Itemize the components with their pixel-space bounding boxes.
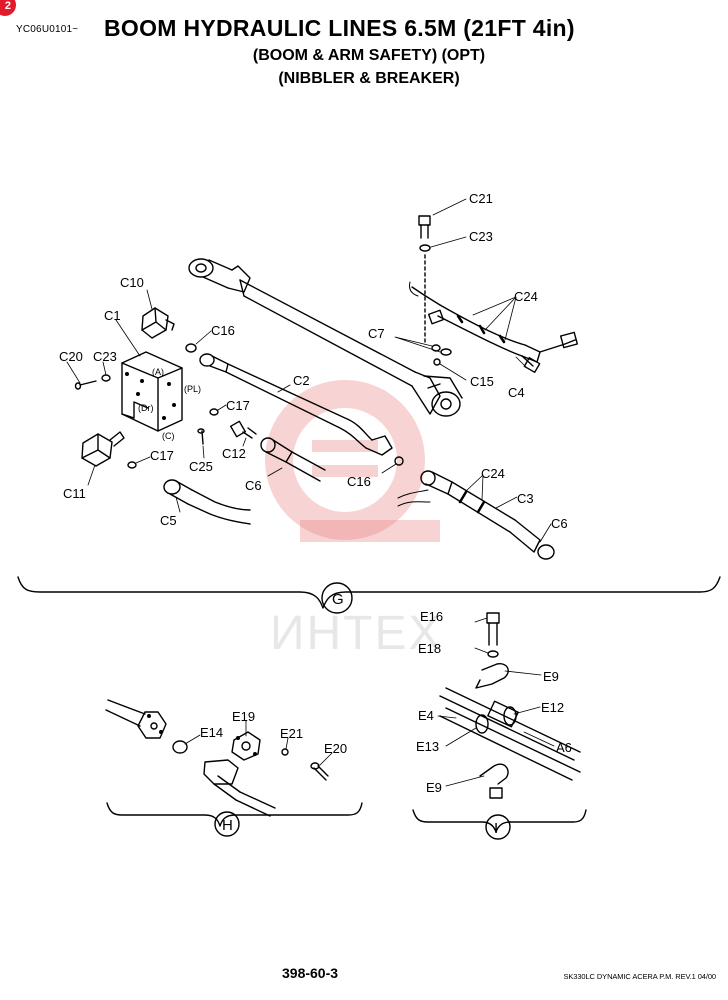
label-e9-bottom: E9 <box>426 780 442 795</box>
watermark-text: ИНТЕХ <box>270 607 443 660</box>
hose-c2 <box>199 353 393 456</box>
hose-c6-mid <box>260 437 326 482</box>
fitting-c12 <box>229 420 257 439</box>
group-label-g: G <box>332 591 344 608</box>
label-c24-bottom: C24 <box>481 466 505 481</box>
port-dr: (Dr) <box>138 403 154 413</box>
hose-c3 <box>397 470 555 560</box>
label-c21: C21 <box>469 191 493 206</box>
page-title: BOOM HYDRAULIC LINES 6.5M (21FT 4in) <box>104 15 575 41</box>
page-corner-badge: 2 <box>0 0 16 16</box>
label-e20: E20 <box>324 741 347 756</box>
clamp-assembly-i <box>439 612 581 799</box>
page-subtitle-2: (NIBBLER & BREAKER) <box>278 70 460 87</box>
label-a6: A6 <box>556 740 572 755</box>
solenoid-c10 <box>141 307 175 339</box>
label-c6-right: C6 <box>551 516 568 531</box>
fitting-assembly-h <box>105 699 329 817</box>
label-c7: C7 <box>368 326 385 341</box>
label-c3: C3 <box>517 491 534 506</box>
label-e4: E4 <box>418 708 434 723</box>
label-c20: C20 <box>59 349 83 364</box>
solenoid-c11 <box>81 431 125 467</box>
hose-c5 <box>163 479 251 525</box>
label-c5: C5 <box>160 513 177 528</box>
label-c15: C15 <box>470 374 494 389</box>
label-c10: C10 <box>120 275 144 290</box>
label-e13: E13 <box>416 739 439 754</box>
group-label-i: I <box>494 820 498 837</box>
label-c11: C11 <box>63 486 86 501</box>
footer-model-note: SK330LC DYNAMIC ACERA P.M. REV.1 04/00 <box>563 972 716 981</box>
page-subtitle-1: (BOOM & ARM SAFETY) (OPT) <box>252 47 486 64</box>
label-c24-top: C24 <box>514 289 538 304</box>
port-pl: (PL) <box>184 384 201 394</box>
label-c2: C2 <box>293 373 310 388</box>
label-c17-a: C17 <box>226 398 250 413</box>
page-number: 398-60-3 <box>282 965 339 981</box>
label-c6-mid: C6 <box>245 478 262 493</box>
label-e16: E16 <box>420 609 443 624</box>
bolt-c21 <box>418 215 431 346</box>
label-c4: C4 <box>508 385 525 400</box>
label-c25: C25 <box>189 459 213 474</box>
label-c12: C12 <box>222 446 246 461</box>
label-e19: E19 <box>232 709 255 724</box>
label-e14: E14 <box>200 725 223 740</box>
label-c16-top: C16 <box>211 323 235 338</box>
label-e12: E12 <box>541 700 564 715</box>
label-c23-top: C23 <box>469 229 493 244</box>
label-e18: E18 <box>418 641 441 656</box>
hose-c4 <box>411 286 579 374</box>
label-e21: E21 <box>280 726 303 741</box>
label-c1: C1 <box>104 308 121 323</box>
group-label-h: H <box>222 817 233 834</box>
label-e9-top: E9 <box>543 669 559 684</box>
serial-range: YC06U0101~ <box>16 24 79 35</box>
boom-cylinder <box>188 258 463 417</box>
port-a: (A) <box>152 367 164 377</box>
label-c17-b: C17 <box>150 448 174 463</box>
label-c16-mid: C16 <box>347 474 371 489</box>
port-c: (C) <box>162 431 175 441</box>
label-c23-left: C23 <box>93 349 117 364</box>
valve-block-c1 <box>121 351 183 432</box>
